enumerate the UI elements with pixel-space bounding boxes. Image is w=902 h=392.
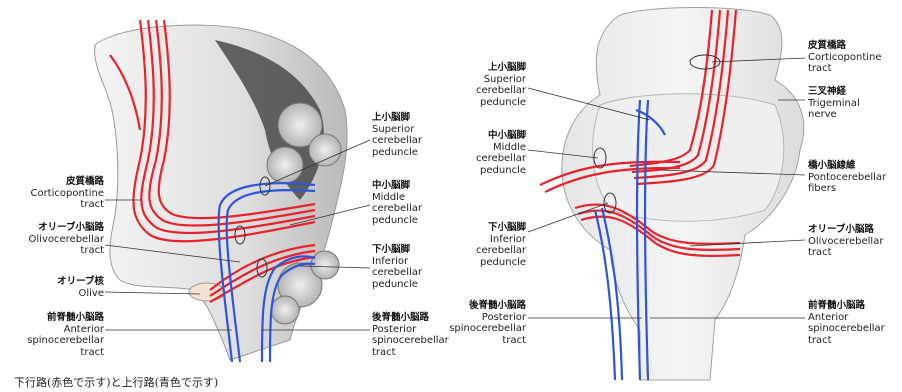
left-brainstem-body	[95, 25, 348, 360]
label-inferior-cerebellar-peduncle-left: 下小脳脚 Inferior cerebellar peduncle	[372, 244, 422, 290]
label-trigeminal-nerve: 三叉神経 Trigeminal nerve	[808, 86, 860, 121]
label-olivocerebellar-left: オリーブ小脳路 Olivocerebellar tract	[29, 222, 104, 257]
label-corticopontine-right: 皮質橋路 Corticopontine tract	[808, 40, 882, 75]
label-middle-cerebellar-peduncle-right: 中小脳脚 Middle cerebellar peduncle	[476, 130, 526, 176]
label-posterior-spinocerebellar-right: 後脊髄小脳路 Posterior spinocerebellar tract	[449, 300, 526, 346]
left-brainstem-illustration	[95, 20, 370, 362]
label-middle-cerebellar-peduncle-left: 中小脳脚 Middle cerebellar peduncle	[372, 180, 422, 226]
label-pontocerebellar-fibers: 橋小脳線維 Pontocerebellar fibers	[808, 160, 886, 195]
label-olivocerebellar-right: オリーブ小脳路 Olivocerebellar tract	[808, 224, 883, 259]
label-superior-cerebellar-peduncle-right: 上小脳脚 Superior cerebellar peduncle	[476, 62, 526, 108]
olive-shape	[189, 283, 225, 301]
label-posterior-spinocerebellar-left: 後脊髄小脳路 Posterior spinocerebellar tract	[372, 312, 449, 358]
label-superior-cerebellar-peduncle-left: 上小脳脚 Superior cerebellar peduncle	[372, 112, 422, 158]
label-inferior-cerebellar-peduncle-right: 下小脳脚 Inferior cerebellar peduncle	[476, 222, 526, 268]
label-corticopontine-left: 皮質橋路 Corticopontine tract	[30, 176, 104, 211]
label-anterior-spinocerebellar-right: 前脊髄小脳路 Anterior spinocerebellar tract	[808, 300, 885, 346]
label-olive: オリーブ核 Olive	[57, 276, 104, 299]
figure-caption: 下行路(赤色で示す)と上行路(青色で示す)	[14, 374, 218, 390]
label-anterior-spinocerebellar-left: 前脊髄小脳路 Anterior spinocerebellar tract	[27, 312, 104, 358]
right-brainstem-illustration	[528, 8, 805, 381]
